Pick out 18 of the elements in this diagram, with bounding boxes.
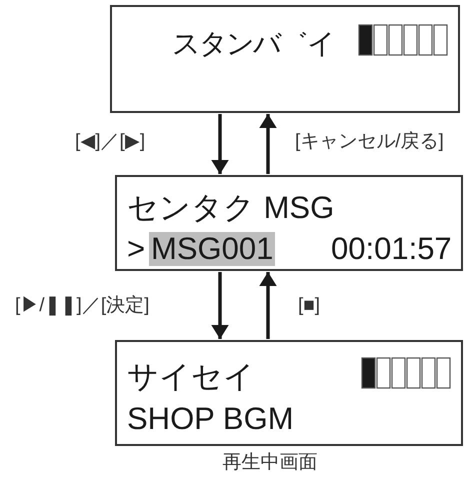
selected-item: MSG001 (149, 232, 276, 266)
lcd-screen (115, 175, 463, 271)
lcd-screen (115, 340, 463, 446)
arrow (259, 272, 277, 339)
edge-label: [▶/❚❚]／[決定] (15, 295, 150, 317)
time-text: 00:01:57 (331, 232, 452, 266)
status-text: サイセイ (127, 360, 255, 394)
status-text: スタンバ゛イ (172, 27, 334, 61)
track-name: SHOP BGM (127, 402, 294, 436)
edge-label: [キャンセル/戻る] (295, 131, 444, 153)
cursor-mark: > (127, 232, 146, 266)
edge-label: [◀]／[▶] (75, 131, 146, 153)
menu-title: センタク MSG (127, 191, 334, 225)
edge-label: [■] (298, 295, 320, 317)
arrow (259, 114, 277, 174)
arrow (211, 114, 229, 174)
lcd-screen (110, 5, 460, 113)
arrow (211, 272, 229, 339)
